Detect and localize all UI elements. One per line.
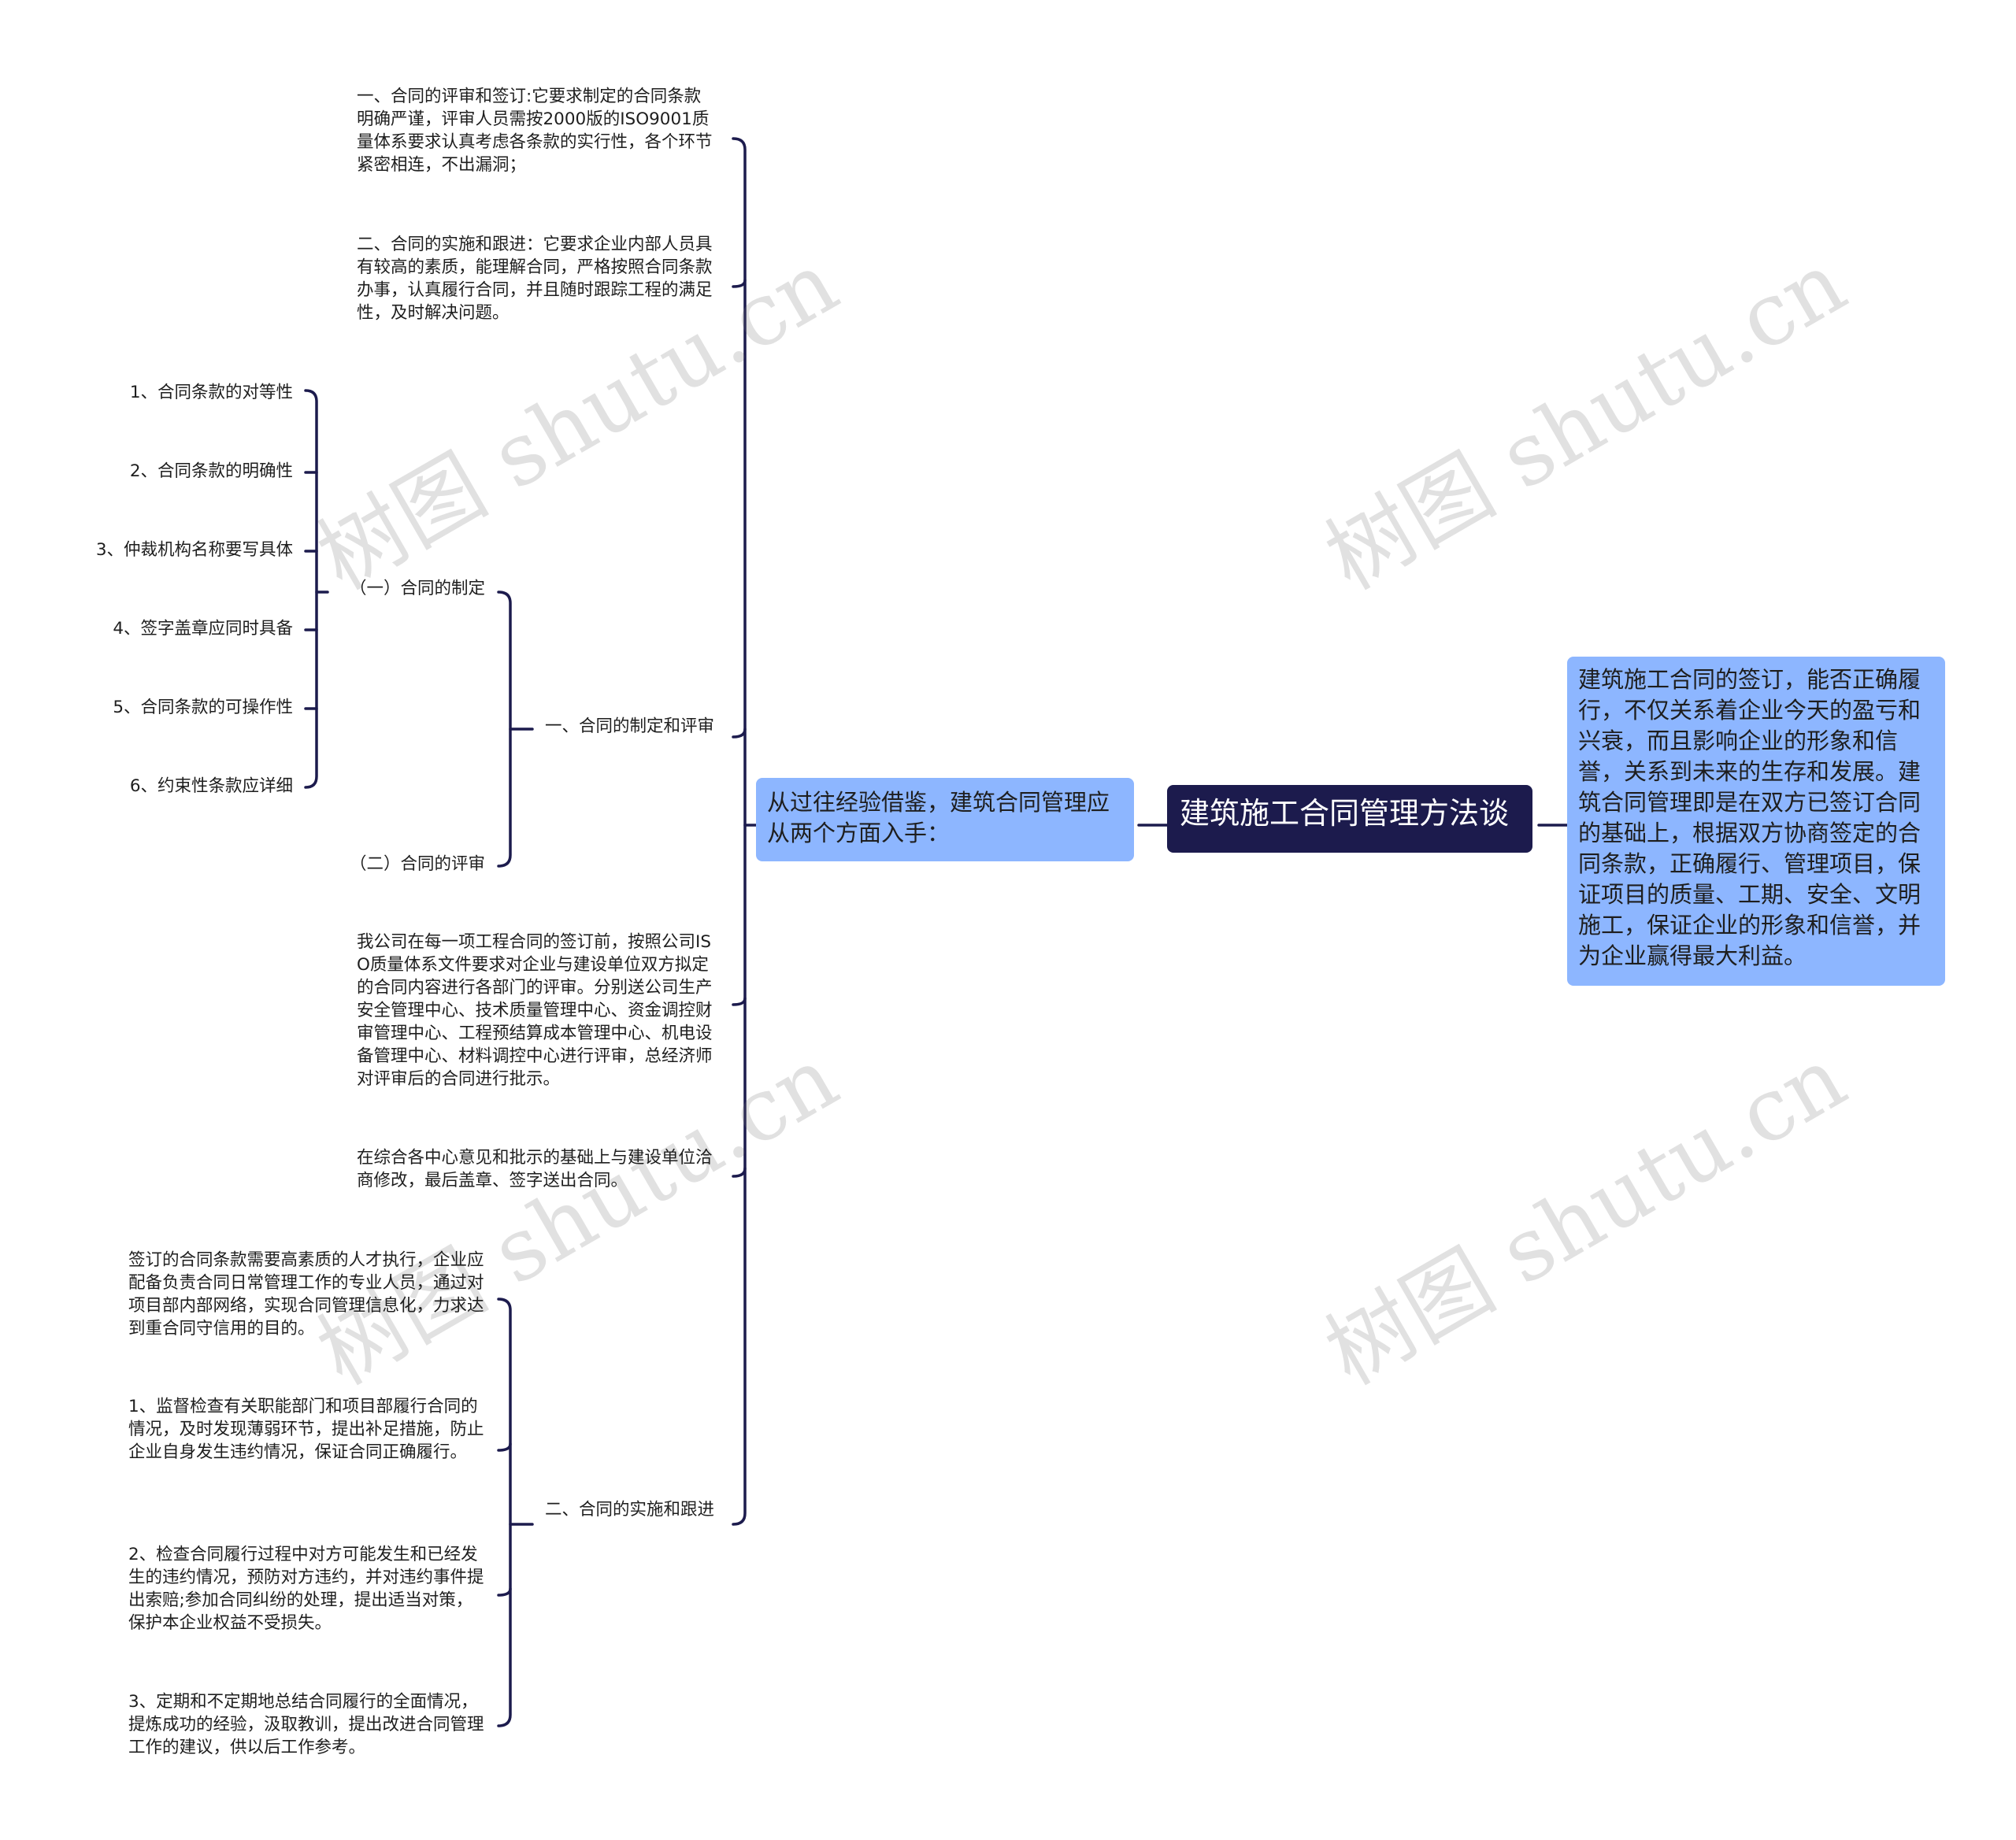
impl-item[interactable]: 2、检查合同履行过程中对方可能发生和已经发生的违约情况，预防对方违约，并对违约事… <box>128 1545 484 1633</box>
clause-item[interactable]: 2、合同条款的明确性 <box>129 461 293 481</box>
sub2-label[interactable]: （二）合同的评审 <box>349 854 485 874</box>
root-node[interactable]: 建筑施工合同管理方法谈 <box>1167 785 1532 853</box>
approach-text: 从过往经验借鉴，建筑合同管理应从两个方面入手： <box>767 789 1110 846</box>
spine-section2 <box>497 1298 512 1727</box>
clause-item[interactable]: 5、合同条款的可操作性 <box>113 698 293 717</box>
spine-sub1 <box>304 389 318 789</box>
link-s2-item2 <box>497 1442 512 1452</box>
section2-label[interactable]: 二、合同的实施和跟进 <box>544 1500 714 1520</box>
spine-main <box>732 137 747 1526</box>
impl-follow-text[interactable]: 二、合同的实施和跟进：它要求企业内部人员具有较高的素质，能理解合同，严格按照合同… <box>357 235 713 323</box>
link-eval-sign <box>732 279 747 288</box>
root-title: 建筑施工合同管理方法谈 <box>1180 796 1510 831</box>
clause-item[interactable]: 1、合同条款的对等性 <box>129 383 293 402</box>
clause-item[interactable]: 4、签字盖章应同时具备 <box>113 619 293 639</box>
link-negotiate <box>732 1167 747 1178</box>
link-s2-item3 <box>497 1587 512 1597</box>
link-impl-follow <box>732 727 747 739</box>
clause-item[interactable]: 6、约束性条款应详细 <box>129 776 293 796</box>
impl-item[interactable]: 3、定期和不定期地总结合同履行的全面情况，提炼成功的经验，汲取教训，提出改进合同… <box>128 1692 484 1757</box>
intro-node[interactable]: 建筑施工合同的签订，能否正确履行，不仅关系着企业今天的盈亏和兴衰，而且影响企业的… <box>1567 657 1945 986</box>
section1-label[interactable]: 一、合同的制定和评审 <box>544 716 714 736</box>
link-company-review <box>732 997 747 1006</box>
impl-item[interactable]: 1、监督检查有关职能部门和项目部履行合同的情况，及时发现薄弱环节，提出补足措施，… <box>128 1397 484 1462</box>
eval-sign-text[interactable]: 一、合同的评审和签订:它要求制定的合同条款明确严谨，评审人员需按2000版的IS… <box>357 87 713 175</box>
spine-section1 <box>497 591 512 868</box>
impl-item[interactable]: 签订的合同条款需要高素质的人才执行，企业应配备负责合同日常管理工作的专业人员，通… <box>128 1250 484 1338</box>
sub1-label[interactable]: （一）合同的制定 <box>349 579 485 598</box>
company-review-text[interactable]: 我公司在每一项工程合同的签订前，按照公司ISO质量体系文件要求对企业与建设单位双… <box>357 932 713 1089</box>
approach-node[interactable]: 从过往经验借鉴，建筑合同管理应从两个方面入手： <box>756 778 1134 861</box>
intro-text: 建筑施工合同的签订，能否正确履行，不仅关系着企业今天的盈亏和兴衰，而且影响企业的… <box>1578 666 1922 969</box>
negotiate-text[interactable]: 在综合各中心意见和批示的基础上与建设单位洽商修改，最后盖章、签字送出合同。 <box>357 1148 713 1190</box>
clause-item[interactable]: 3、仲裁机构名称要写具体 <box>95 540 293 560</box>
